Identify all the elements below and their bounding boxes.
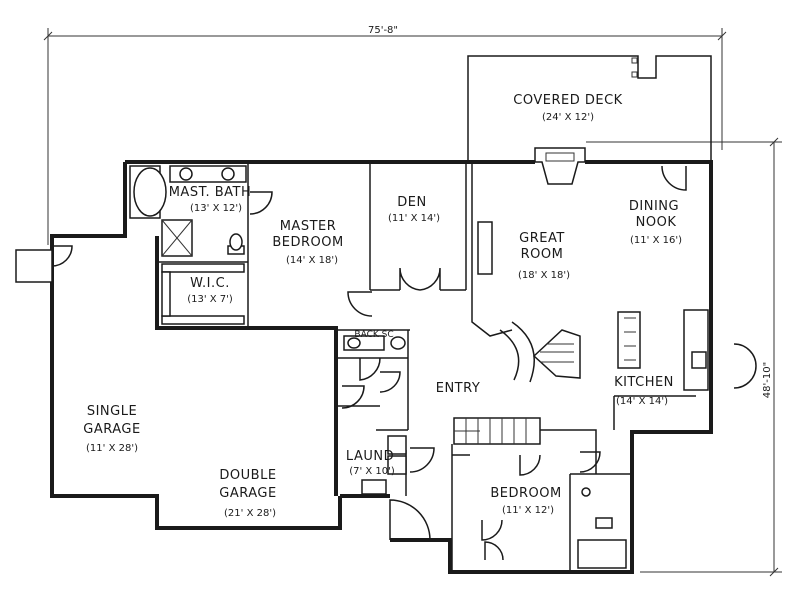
single-garage-name-1: SINGLE [87, 404, 137, 419]
covered-deck-name: COVERED DECK [513, 93, 622, 108]
fixtures [129, 165, 709, 569]
great-room-name-1: GREAT [519, 231, 565, 246]
dining-nook-size: (11' X 16') [630, 235, 682, 246]
double-garage-size: (21' X 28') [224, 508, 276, 519]
den-name: DEN [397, 195, 426, 210]
covered-deck-size: (24' X 12') [542, 112, 594, 123]
interior-walls [158, 164, 696, 572]
laund-size: (7' X 10') [349, 466, 395, 477]
stairs [453, 321, 581, 445]
master-bedroom-size: (14' X 18') [286, 255, 338, 266]
laund-name: LAUND [346, 449, 394, 464]
bedroom-size: (11' X 12') [502, 505, 554, 516]
den-size: (11' X 14') [388, 213, 440, 224]
wic-name: W.I.C. [190, 276, 230, 291]
exterior-walls [50, 160, 713, 574]
overall-width-label: 75'-8" [368, 25, 398, 36]
entry-name: ENTRY [436, 381, 481, 396]
overall-width-dimension: 75'-8" [43, 25, 727, 245]
covered-deck-outline [467, 55, 712, 160]
mast-bath-name: MAST. BATH [169, 185, 252, 200]
room-labels: COVERED DECK (24' X 12') MAST. BATH (13'… [83, 93, 682, 519]
double-garage-name-2: GARAGE [219, 486, 276, 501]
single-garage-size: (11' X 28') [86, 443, 138, 454]
double-garage-name-1: DOUBLE [219, 468, 276, 483]
overall-depth-label: 48'-10" [762, 362, 773, 398]
overall-depth-dimension: 48'-10" [586, 137, 782, 577]
master-bedroom-name-1: MASTER [280, 219, 337, 234]
great-room-size: (18' X 18') [518, 270, 570, 281]
wic-size: (13' X 7') [187, 294, 233, 305]
kitchen-size: (14' X 14') [616, 396, 668, 407]
mast-bath-size: (13' X 12') [190, 203, 242, 214]
dining-nook-name-2: NOOK [636, 215, 677, 230]
great-room-name-2: ROOM [521, 247, 564, 262]
fireplace [534, 147, 586, 185]
bedroom-name: BEDROOM [490, 486, 561, 501]
dining-nook-name-1: DINING [629, 199, 679, 214]
back-sc-name: BACK SC [354, 330, 393, 340]
doors [15, 165, 757, 561]
single-garage-name-2: GARAGE [83, 422, 140, 437]
master-bedroom-name-2: BEDROOM [272, 235, 343, 250]
kitchen-name: KITCHEN [614, 375, 674, 390]
